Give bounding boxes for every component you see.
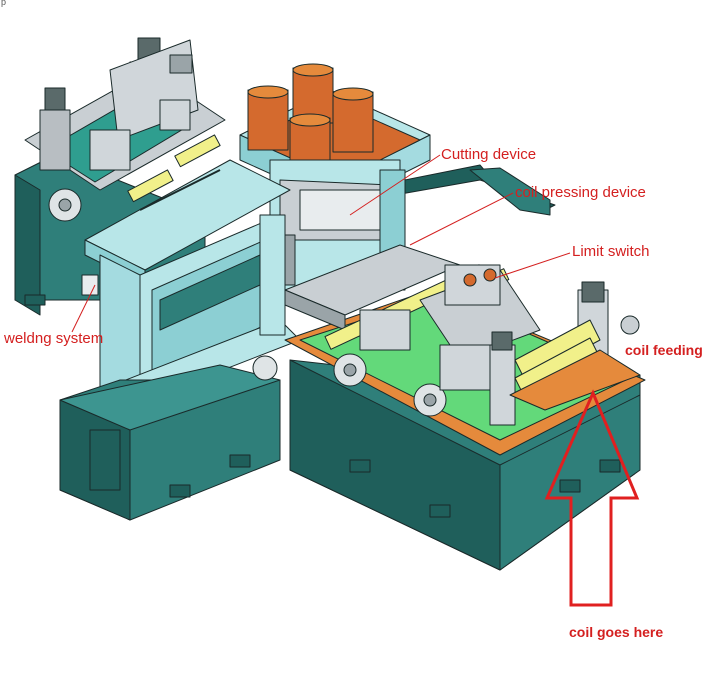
leader-lines: [71, 154, 571, 333]
front-left-base: [59, 355, 281, 521]
rear-rail: [379, 164, 556, 216]
label-welding-system: weldng system: [4, 330, 104, 347]
label-cutting-device: Cutting device: [441, 146, 537, 163]
coil-arrow: [544, 389, 640, 607]
label-coil-goes-here: coil goes here: [569, 624, 664, 640]
label-coil-feeding: coil feeding: [625, 342, 703, 358]
left-rear-module: [14, 37, 226, 316]
corner-mark: p: [1, 0, 7, 7]
feeding-assembly: [284, 244, 641, 426]
label-limit-switch: Limit switch: [572, 243, 650, 260]
label-coil-pressing-device: coil pressing device: [515, 184, 646, 201]
